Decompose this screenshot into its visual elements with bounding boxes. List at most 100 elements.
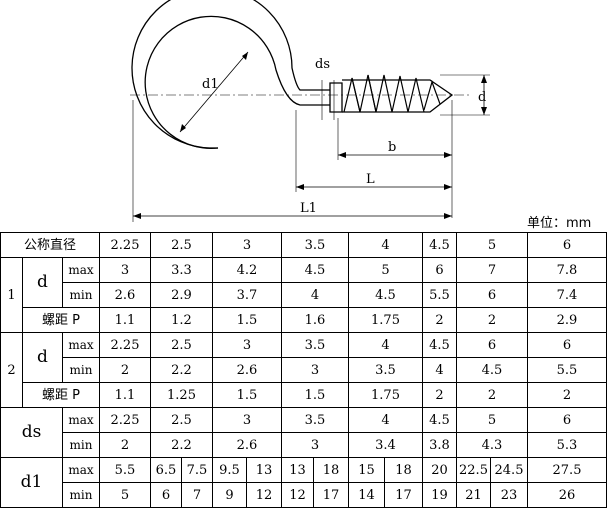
pitch-label: 螺距 P: [22, 307, 100, 333]
ds-min-row: min 2 2.2 2.6 3 3.4 3.8 4.3 5.3: [1, 432, 607, 458]
value-cell: 1.5: [212, 382, 282, 408]
value-cell: 2: [527, 382, 607, 408]
value-cell: 1.1: [99, 307, 151, 333]
d1-drawing-label: d1: [202, 77, 219, 92]
value-cell: 7.4: [527, 282, 607, 308]
value-cell: 12: [281, 482, 314, 508]
value-cell: 3.4: [348, 432, 423, 458]
value-cell: 2.5: [150, 407, 213, 433]
value-cell: 17: [384, 482, 423, 508]
value-cell: 4: [348, 332, 423, 358]
value-cell: 20: [422, 457, 457, 483]
value-cell: 14: [348, 482, 385, 508]
size-cell: 5: [456, 232, 528, 258]
size-cell: 2.25: [99, 232, 151, 258]
value-cell: 1.6: [281, 307, 349, 333]
type1-d-label: d: [22, 257, 63, 308]
value-cell: 5: [99, 482, 151, 508]
size-cell: 4.5: [422, 232, 457, 258]
value-cell: 2.6: [99, 282, 151, 308]
value-cell: 2.9: [527, 307, 607, 333]
b-drawing-label: b: [388, 140, 396, 155]
value-cell: 6: [456, 282, 528, 308]
value-cell: 3: [212, 407, 282, 433]
size-cell: 4: [348, 232, 423, 258]
value-cell: 5: [456, 407, 528, 433]
screw-eye-hook-drawing: d1 ds d b L L1: [130, 0, 490, 222]
size-cell: 2.5: [150, 232, 213, 258]
value-cell: 2.9: [150, 282, 213, 308]
type2-d-max-row: 2 d max 2.25 2.5 3 3.5 4 4.5 6 6: [0, 332, 607, 408]
size-cell: 3: [212, 232, 282, 258]
spec-table: 公称直径 2.25 2.5 3 3.5 4 4.5 5 6 1 d max 3 …: [0, 232, 607, 508]
value-cell: 2.2: [150, 357, 213, 383]
pitch-label: 螺距 P: [22, 382, 100, 408]
type1-label: 1: [0, 257, 23, 333]
value-cell: 3.8: [422, 432, 457, 458]
value-cell: 22.5: [456, 457, 491, 483]
max-label: max: [62, 457, 100, 483]
value-cell: 18: [313, 457, 349, 483]
value-cell: 13: [246, 457, 282, 483]
type1-pitch-row: 螺距 P 1.1 1.2 1.5 1.6 1.75 2 2 2.9: [1, 307, 607, 333]
value-cell: 2: [422, 307, 457, 333]
value-cell: 2.25: [99, 407, 151, 433]
value-cell: 2: [99, 357, 151, 383]
max-label: max: [62, 257, 100, 283]
ds-drawing-label: ds: [315, 57, 330, 72]
value-cell: 5: [348, 257, 423, 283]
min-label: min: [62, 282, 100, 308]
value-cell: 7.8: [527, 257, 607, 283]
d1-min-row: min 5 6 7 9 12 12 17 14 17 19 21 23 26: [1, 482, 607, 508]
value-cell: 3.5: [281, 407, 349, 433]
value-cell: 2: [422, 382, 457, 408]
value-cell: 3: [212, 332, 282, 358]
d1-label: d1: [0, 457, 63, 508]
L1-drawing-label: L1: [300, 201, 317, 216]
value-cell: 27.5: [527, 457, 607, 483]
min-label: min: [62, 357, 100, 383]
type1-d-max-row: 1 d max 3 3.3 4.2 4.5 5 6 7 7.8: [0, 257, 607, 333]
value-cell: 24.5: [490, 457, 528, 483]
value-cell: 5.5: [527, 357, 607, 383]
hook-outline: [131, 0, 454, 150]
d-arrows: [481, 75, 487, 115]
value-cell: 1.1: [99, 382, 151, 408]
value-cell: 13: [281, 457, 314, 483]
size-cell: 3.5: [281, 232, 349, 258]
value-cell: 17: [313, 482, 349, 508]
type2-d-label: d: [22, 332, 63, 383]
value-cell: 2: [456, 382, 528, 408]
size-cell: 6: [527, 232, 607, 258]
value-cell: 4: [281, 282, 349, 308]
value-cell: 21: [456, 482, 491, 508]
min-label: min: [62, 432, 100, 458]
value-cell: 1.2: [150, 307, 213, 333]
type2-pitch-row: 螺距 P 1.1 1.25 1.5 1.5 1.75 2 2 2: [1, 382, 607, 408]
value-cell: 5.5: [422, 282, 457, 308]
value-cell: 6: [527, 332, 607, 358]
value-cell: 6: [422, 257, 457, 283]
thread-crests: [343, 74, 441, 113]
max-label: max: [62, 332, 100, 358]
value-cell: 15: [348, 457, 385, 483]
value-cell: 6.5: [150, 457, 182, 483]
value-cell: 1.25: [150, 382, 213, 408]
ds-max-row: ds max 2.25 2.5 3 3.5 4 4.5 5 6: [0, 407, 607, 458]
value-cell: 3.7: [212, 282, 282, 308]
type2-d-min-row: min 2 2.2 2.6 3 3.5 4 4.5 5.5: [1, 357, 607, 383]
value-cell: 4.5: [281, 257, 349, 283]
nominal-diameter-header: 公称直径: [0, 232, 100, 258]
value-cell: 2.25: [99, 332, 151, 358]
value-cell: 4: [422, 357, 457, 383]
value-cell: 4.5: [348, 282, 423, 308]
unit-label: 单位：mm: [527, 216, 592, 231]
value-cell: 1.5: [212, 307, 282, 333]
value-cell: 5.3: [527, 432, 607, 458]
value-cell: 2.5: [150, 332, 213, 358]
value-cell: 23: [490, 482, 528, 508]
value-cell: 1.5: [281, 382, 349, 408]
ds-label: ds: [0, 407, 63, 458]
value-cell: 4.5: [456, 357, 528, 383]
value-cell: 6: [150, 482, 182, 508]
